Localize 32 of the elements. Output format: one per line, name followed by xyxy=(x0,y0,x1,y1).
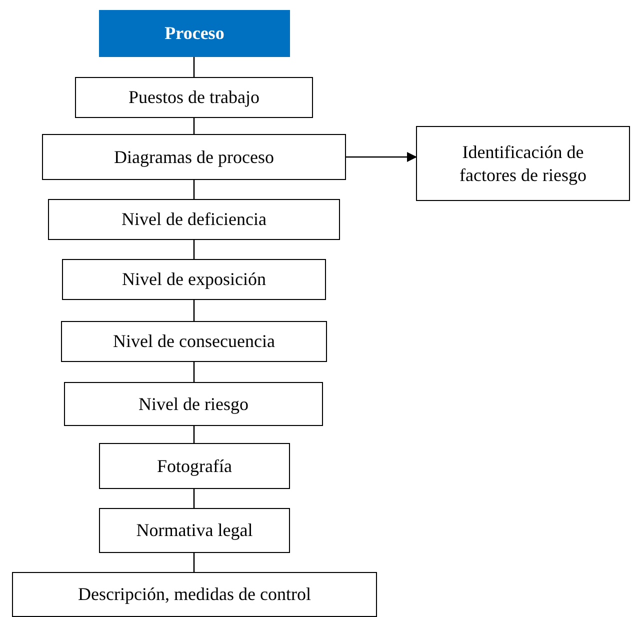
connector-line xyxy=(193,300,195,321)
connector-line xyxy=(193,553,195,572)
connector-line xyxy=(193,426,195,443)
box-label: Puestos de trabajo xyxy=(128,86,260,109)
box-label: Descripción, medidas de control xyxy=(78,583,311,606)
box-label: Normativa legal xyxy=(136,519,253,542)
process-box xyxy=(48,199,340,240)
arrow xyxy=(346,152,417,162)
box-label: Nivel de deficiencia xyxy=(122,208,266,231)
process-box xyxy=(64,382,323,426)
connector-line xyxy=(193,489,195,508)
process-box xyxy=(62,259,326,300)
box-label: Fotografía xyxy=(157,454,232,478)
process-box xyxy=(99,443,290,489)
connector-line xyxy=(193,362,195,382)
connector-line xyxy=(193,118,195,134)
connector-line xyxy=(193,180,195,199)
box-label: Nivel de exposición xyxy=(122,268,266,291)
box-label: Proceso xyxy=(164,22,224,45)
box-label: Diagramas de proceso xyxy=(114,146,274,168)
header-box xyxy=(99,10,290,57)
box-label: Nivel de consecuencia xyxy=(113,330,275,353)
process-box xyxy=(61,321,327,362)
box-label: Nivel de riesgo xyxy=(138,392,248,416)
connector-line xyxy=(193,57,195,77)
process-box xyxy=(99,508,290,553)
process-box xyxy=(75,77,313,118)
process-box xyxy=(42,134,346,180)
process-box xyxy=(416,126,630,201)
connector-line xyxy=(193,240,195,259)
process-box xyxy=(12,572,377,617)
box-label: Identificación de factores de riesgo xyxy=(458,141,588,186)
